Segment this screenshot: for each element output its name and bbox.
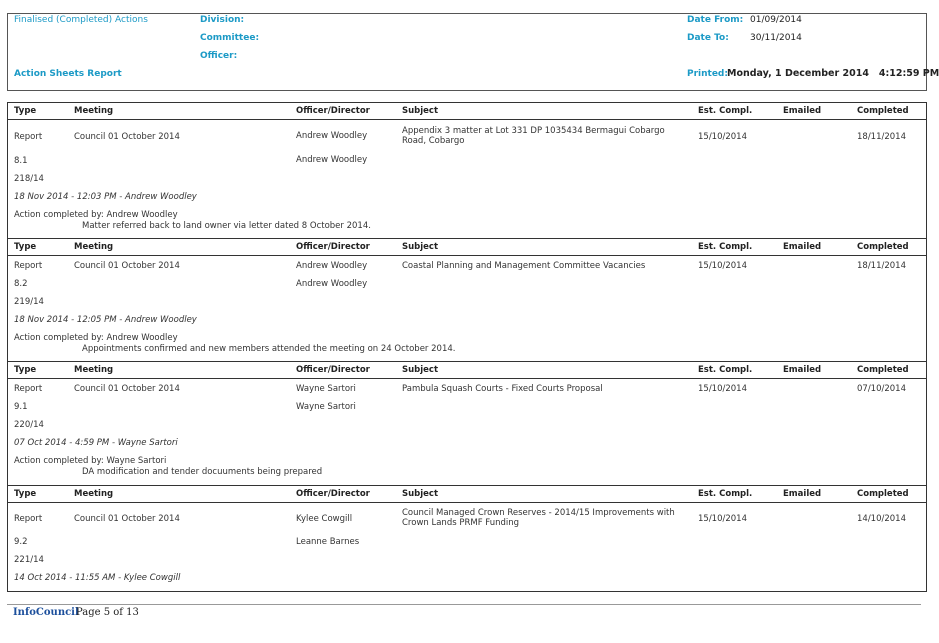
col-type: Type [14, 106, 37, 116]
action-officer-2: Leanne Barnes [296, 537, 360, 547]
action-note-time: 14 Oct 2014 - 11:55 AM - Kylee Cowgill [14, 573, 181, 583]
action-est-compl: 15/10/2014 [698, 132, 747, 142]
action-comment: Matter referred back to land owner via l… [82, 221, 371, 231]
action-section-3: Type Meeting Officer/Director Subject Es… [7, 361, 927, 486]
date-to-label: Date To: [687, 33, 729, 43]
printed-value: Monday, 1 December 2014 4:12:59 PM [727, 68, 939, 79]
officer-label: Officer: [200, 51, 238, 61]
action-completed-by: Action completed by: Wayne Sartori [14, 456, 167, 466]
date-from-label: Date From: [687, 15, 744, 25]
action-est-compl: 15/10/2014 [698, 384, 747, 394]
action-type: Report [14, 514, 43, 524]
action-officer: Kylee Cowgill [296, 514, 353, 524]
action-subject: Pambula Squash Courts - Fixed Courts Pro… [402, 384, 603, 394]
col-emailed: Emailed [783, 106, 822, 116]
action-ref: 221/14 [14, 555, 44, 565]
report-status: Finalised (Completed) Actions [14, 15, 148, 25]
division-label: Division: [200, 15, 245, 25]
action-subject: Coastal Planning and Management Committe… [402, 261, 646, 271]
col-type: Type [14, 242, 37, 252]
action-comment: DA modification and tender docuuments be… [82, 467, 323, 477]
col-est-compl: Est. Compl. [698, 365, 753, 375]
col-meeting: Meeting [74, 489, 114, 499]
action-officer: Andrew Woodley [296, 131, 368, 141]
action-item-no: 8.2 [14, 279, 28, 289]
col-emailed: Emailed [783, 489, 822, 499]
footer-divider [7, 604, 921, 605]
report-header: Finalised (Completed) Actions Action She… [7, 13, 939, 91]
action-subject: Council Managed Crown Reserves - 2014/15… [402, 508, 675, 528]
action-completed-by: Action completed by: Andrew Woodley [14, 210, 178, 220]
action-item-no: 9.2 [14, 537, 28, 547]
col-subject: Subject [402, 106, 439, 116]
date-from-value: 01/09/2014 [750, 15, 802, 25]
column-header-row: Type Meeting Officer/Director Subject Es… [8, 103, 926, 120]
action-est-compl: 15/10/2014 [698, 514, 747, 524]
col-subject: Subject [402, 489, 439, 499]
action-type: Report [14, 132, 43, 142]
action-completed: 18/11/2014 [857, 261, 906, 271]
column-header-row: Type Meeting Officer/Director Subject Es… [8, 486, 926, 503]
date-to-value: 30/11/2014 [750, 33, 802, 43]
action-ref: 220/14 [14, 420, 44, 430]
action-completed: 18/11/2014 [857, 132, 906, 142]
col-type: Type [14, 365, 37, 375]
action-est-compl: 15/10/2014 [698, 261, 747, 271]
col-meeting: Meeting [74, 365, 114, 375]
column-header-row: Type Meeting Officer/Director Subject Es… [8, 362, 926, 379]
action-meeting: Council 01 October 2014 [74, 514, 180, 524]
col-est-compl: Est. Compl. [698, 106, 753, 116]
col-subject: Subject [402, 242, 439, 252]
action-note-time: 07 Oct 2014 - 4:59 PM - Wayne Sartori [14, 438, 178, 448]
action-meeting: Council 01 October 2014 [74, 261, 180, 271]
col-completed: Completed [857, 242, 909, 252]
footer-page-number: Page 5 of 13 [76, 607, 139, 618]
action-meeting: Council 01 October 2014 [74, 132, 180, 142]
col-officer: Officer/Director [296, 242, 370, 252]
action-officer-2: Andrew Woodley [296, 155, 368, 165]
action-officer-2: Andrew Woodley [296, 279, 368, 289]
action-officer: Andrew Woodley [296, 261, 368, 271]
action-completed-by: Action completed by: Andrew Woodley [14, 333, 178, 343]
action-officer: Wayne Sartori [296, 384, 356, 394]
col-est-compl: Est. Compl. [698, 489, 753, 499]
col-emailed: Emailed [783, 365, 822, 375]
col-completed: Completed [857, 489, 909, 499]
col-subject: Subject [402, 365, 439, 375]
col-emailed: Emailed [783, 242, 822, 252]
action-section-1: Type Meeting Officer/Director Subject Es… [7, 102, 927, 239]
col-meeting: Meeting [74, 242, 114, 252]
action-subject: Appendix 3 matter at Lot 331 DP 1035434 … [402, 126, 665, 146]
col-officer: Officer/Director [296, 365, 370, 375]
col-est-compl: Est. Compl. [698, 242, 753, 252]
action-meeting: Council 01 October 2014 [74, 384, 180, 394]
printed-label: Printed: [687, 69, 728, 79]
action-note-time: 18 Nov 2014 - 12:05 PM - Andrew Woodley [14, 315, 197, 325]
footer-brand: InfoCouncil [13, 607, 79, 618]
col-officer: Officer/Director [296, 106, 370, 116]
action-completed: 07/10/2014 [857, 384, 906, 394]
col-completed: Completed [857, 106, 909, 116]
col-type: Type [14, 489, 37, 499]
action-section-2: Type Meeting Officer/Director Subject Es… [7, 238, 927, 362]
col-meeting: Meeting [74, 106, 114, 116]
action-type: Report [14, 384, 43, 394]
action-type: Report [14, 261, 43, 271]
column-header-row: Type Meeting Officer/Director Subject Es… [8, 239, 926, 256]
action-section-4: Type Meeting Officer/Director Subject Es… [7, 485, 927, 592]
col-completed: Completed [857, 365, 909, 375]
action-ref: 219/14 [14, 297, 44, 307]
action-officer-2: Wayne Sartori [296, 402, 356, 412]
action-note-time: 18 Nov 2014 - 12:03 PM - Andrew Woodley [14, 192, 197, 202]
action-completed: 14/10/2014 [857, 514, 906, 524]
action-ref: 218/14 [14, 174, 44, 184]
report-title: Action Sheets Report [14, 69, 122, 79]
action-item-no: 9.1 [14, 402, 28, 412]
committee-label: Committee: [200, 33, 260, 43]
action-item-no: 8.1 [14, 156, 28, 166]
col-officer: Officer/Director [296, 489, 370, 499]
action-comment: Appointments confirmed and new members a… [82, 344, 456, 354]
